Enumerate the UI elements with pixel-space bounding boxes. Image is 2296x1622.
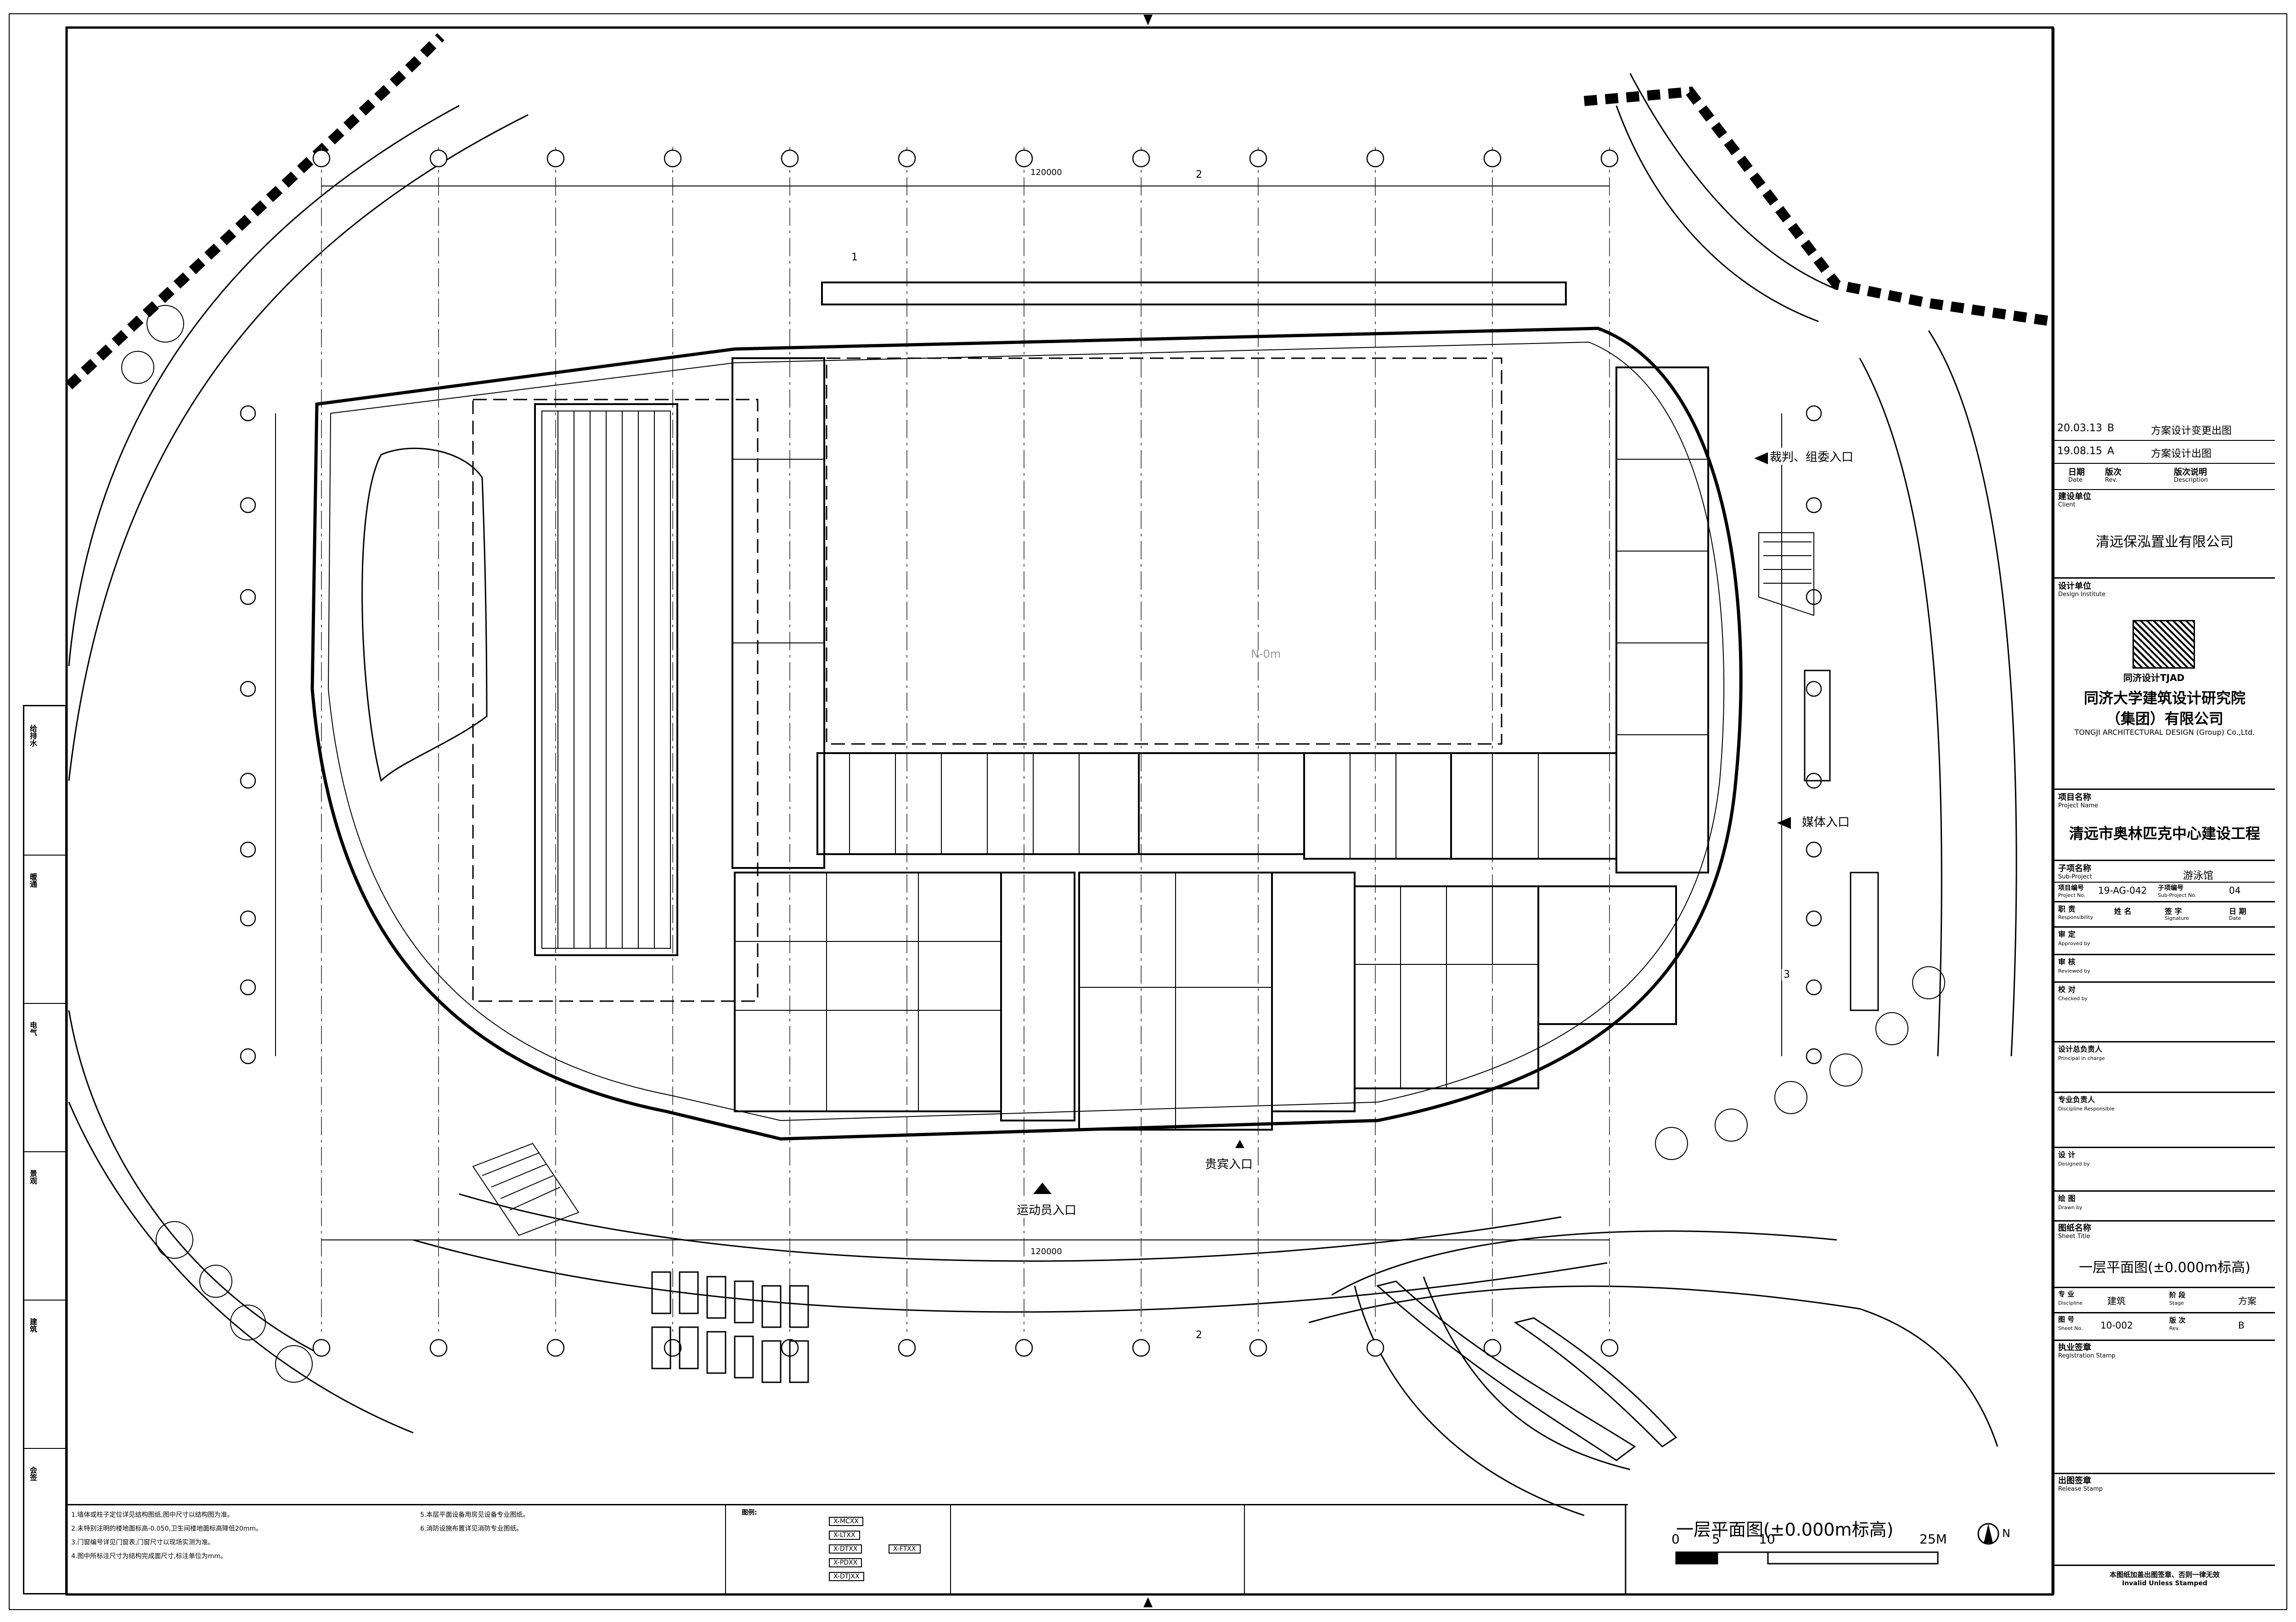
subproject-name: 游泳馆 <box>2183 870 2214 882</box>
entrance-vip-label: 贵宾入口 <box>1203 1155 1255 1172</box>
institute-name-1: 同济大学建筑设计研究院 <box>2083 689 2245 707</box>
section-marker-3: 3 <box>1782 969 1792 980</box>
role-row: 设计总负责人 Principal in charge <box>2054 1042 2275 1093</box>
revision-row: 19.08.15 A 方案设计出图 <box>2054 441 2275 464</box>
legend-item: X-DTXX <box>829 1544 862 1554</box>
role-row: 绘 图 Drawn by <box>2054 1192 2275 1222</box>
revision-header: 日期 Date 版次 Rev. 版次说明 Description <box>2054 464 2275 490</box>
discipline-row: 专 业 Discipline 建筑 阶 段 Stage 方案 <box>2054 1288 2275 1313</box>
project-name: 清远市奥林匹克中心建设工程 <box>2069 825 2260 842</box>
section-marker-1: 1 <box>850 252 860 263</box>
entrance-media-label: 媒体入口 <box>1800 813 1852 830</box>
cosign-cell: 景观 <box>24 1151 65 1301</box>
cosign-cell: 建筑 <box>24 1300 65 1449</box>
legend-item: X-LTXX <box>829 1531 860 1540</box>
project-section: 项目名称 Project Name 清远市奥林匹克中心建设工程 <box>2054 790 2275 861</box>
role-row: 审 核 Reviewed by <box>2054 955 2275 983</box>
role-row: 设 计 Designed by <box>2054 1148 2275 1192</box>
legend-item: X-MCXX <box>829 1517 863 1526</box>
registration-stamp: 执业签章 Registration Stamp <box>2054 1341 2275 1474</box>
role-row: 专业负责人 Discipline Responsible <box>2054 1093 2275 1148</box>
release-stamp: 出图签章 Release Stamp <box>2054 1474 2275 1566</box>
sheet-number: 10-002 <box>2100 1320 2133 1331</box>
north-label: N <box>2002 1527 2010 1540</box>
institute-english: TONGJI ARCHITECTURAL DESIGN (Group) Co.,… <box>2074 728 2255 737</box>
note-2: 2.未特别注明的楼地面标高-0.050,卫生间楼地面标高降低20mm。 <box>71 1525 263 1532</box>
subproject-number: 04 <box>2229 885 2241 896</box>
legend-item: X-PDXX <box>829 1558 862 1567</box>
note-6: 6.消防设施布置详见消防专业图纸。 <box>420 1525 523 1532</box>
note-3: 3.门窗编号详见门窗表,门窗尺寸以现场实测为准。 <box>71 1539 214 1546</box>
cosign-cell: 暖通 <box>24 855 65 1004</box>
revision-row: 20.03.13 B 方案设计变更出图 <box>2054 418 2275 441</box>
cosign-cell: 给排水 <box>24 706 65 856</box>
scale-tick-10: 10 <box>1759 1532 1775 1547</box>
client-section: 建设单位 Client 清远保泓置业有限公司 <box>2054 489 2275 579</box>
drawing-title: 一层平面图(±0.000m标高) <box>1676 1520 1894 1540</box>
institute-section: 设计单位 Design Institute 同济设计TJAD 同济大学建筑设计研… <box>2054 579 2275 790</box>
invalid-note: 本图纸加盖出图签章、否则一律无效 Invalid Unless Stamped <box>2109 1571 2220 1587</box>
entrance-athlete-label: 运动员入口 <box>1015 1201 1079 1218</box>
scale-tick-25: 25M <box>1919 1532 1947 1547</box>
cosign-cell: 电气 <box>24 1003 65 1152</box>
level-center-mark: N-0m <box>1251 648 1281 660</box>
role-row: 审 定 Approved by <box>2054 928 2275 955</box>
note-1: 1.墙体或柱子定位详见结构图纸,图中尺寸以结构图为准。 <box>71 1511 234 1519</box>
role-row: 校 对 Checked by <box>2054 983 2275 1042</box>
scale-tick-0: 0 <box>1671 1532 1680 1547</box>
note-5: 5.本层平面设备用房见设备专业图纸。 <box>420 1511 529 1519</box>
dimension-total-top: 120000 <box>1029 168 1064 177</box>
responsibility-header: 职 责 Responsibility 姓 名 签 字 Signature 日 期… <box>2054 902 2275 928</box>
section-marker-2-bottom: 2 <box>1194 1329 1204 1341</box>
section-marker-2-top: 2 <box>1194 169 1204 180</box>
cosign-strip: 给排水 暖通 电气 景观 建筑 会签 <box>23 705 67 1594</box>
note-4: 4.图中所标注尺寸为结构完成面尺寸,标注单位为mm。 <box>71 1553 227 1560</box>
institute-name-2: （集团）有限公司 <box>2105 710 2223 727</box>
logo-text: 同济设计TJAD <box>2123 672 2185 683</box>
project-number: 19-AG-042 <box>2098 885 2147 896</box>
sheet-revision: B <box>2238 1320 2245 1331</box>
sheet-number-row: 图 号 Sheet No. 10-002 版 次 Rev. B <box>2054 1313 2275 1341</box>
cosign-cell: 会签 <box>24 1448 65 1594</box>
legend-item: X-DTJXX <box>829 1572 864 1581</box>
subproject-section: 子项名称 Sub-Project 游泳馆 项目编号 Project No. 19… <box>2054 861 2275 902</box>
legend-item: X-FTXX <box>889 1544 921 1554</box>
institute-logo <box>2133 620 2195 669</box>
client-name: 清远保泓置业有限公司 <box>2096 534 2234 550</box>
dimension-total-bottom: 120000 <box>1029 1247 1064 1256</box>
entrance-referee-label: 裁判、组委入口 <box>1768 448 1856 465</box>
sheet-title-section: 图纸名称 Sheet Title 一层平面图(±0.000m标高) <box>2054 1222 2275 1288</box>
legend-title: 图例: <box>742 1509 757 1516</box>
sheet-title: 一层平面图(±0.000m标高) <box>2079 1260 2251 1276</box>
scale-tick-5: 5 <box>1712 1532 1720 1547</box>
title-block: 20.03.13 B 方案设计变更出图 19.08.15 A 方案设计出图 日期… <box>2053 28 2275 1594</box>
general-notes: 1.墙体或柱子定位详见结构图纸,图中尺寸以结构图为准。 2.未特别注明的楼地面标… <box>67 1504 1628 1596</box>
